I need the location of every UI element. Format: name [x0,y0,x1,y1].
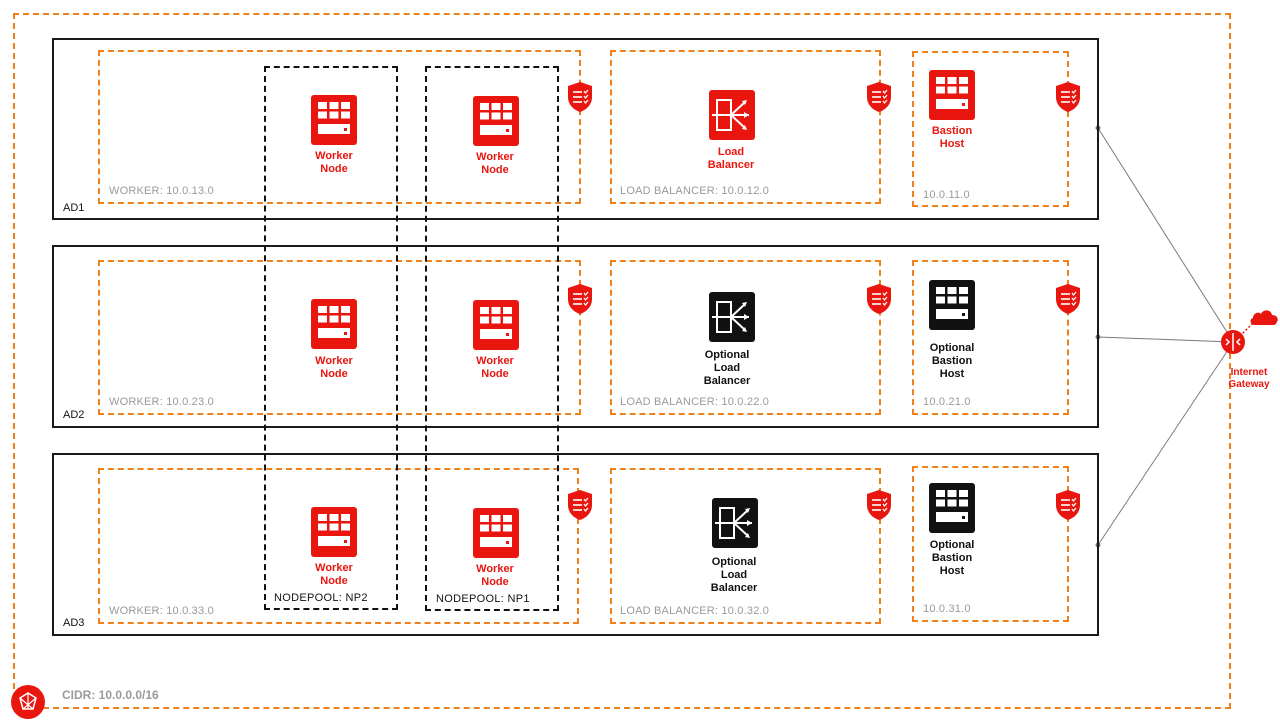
vcn-cidr-label: CIDR: 10.0.0.0/16 [62,688,159,702]
worker-subnet [98,468,579,624]
nodepool-np1-label: NODEPOOL: NP1 [436,593,530,605]
security-list-icon [1055,81,1081,113]
bastion-subnet-label: 10.0.31.0 [923,603,971,615]
worker-subnet [98,260,581,415]
lb-subnet-label: LOAD BALANCER: 10.0.12.0 [620,185,770,197]
ad-label: AD1 [63,202,85,214]
ad-label: AD3 [63,617,85,629]
lb-subnet-label: LOAD BALANCER: 10.0.32.0 [620,605,770,617]
worker-node-label: Worker Node [315,150,353,175]
lb-subnet-label: LOAD BALANCER: 10.0.22.0 [620,396,770,408]
optional-bastion-host-label: Optional Bastion Host [929,342,975,380]
bastion-subnet [912,51,1069,207]
load-balancer-subnet [610,260,881,415]
security-list-icon [567,489,593,521]
security-list-icon [866,283,892,315]
worker-node-label: Worker Node [476,563,514,588]
security-list-icon [1055,489,1081,521]
optional-bastion-host-icon[interactable] [929,280,975,330]
internet-gateway-label: Internet Gateway [1228,367,1270,390]
optional-bastion-host-label: Optional Bastion Host [929,539,975,577]
optional-load-balancer-label: Optional Load Balancer [703,349,751,387]
security-list-icon [567,283,593,315]
bastion-subnet [912,466,1069,622]
availability-domain-3 [52,453,1099,636]
bastion-subnet-label: 10.0.11.0 [923,189,970,201]
worker-node-label: Worker Node [476,355,514,380]
security-list-icon [866,81,892,113]
nodepool-np1[interactable] [425,66,559,611]
security-list-icon [866,489,892,521]
cloud-icon [1250,310,1278,325]
worker-node-label: Worker Node [315,355,353,380]
availability-domain-1 [52,38,1099,220]
optional-bastion-host-icon[interactable] [929,483,975,533]
bastion-subnet [912,260,1069,415]
worker-subnet-label: WORKER: 10.0.33.0 [109,605,214,617]
ad-label: AD2 [63,409,85,421]
internet-gateway-icon[interactable] [1220,329,1246,355]
security-list-icon [567,81,593,113]
load-balancer-subnet [610,468,881,624]
availability-domain-2 [52,245,1099,428]
security-list-icon [1055,283,1081,315]
optional-load-balancer-icon[interactable] [712,498,758,548]
worker-node-label: Worker Node [315,562,353,587]
vcn-boundary [13,13,1231,709]
optional-load-balancer-icon[interactable] [709,292,755,342]
bastion-subnet-label: 10.0.21.0 [923,396,971,408]
optional-load-balancer-label: Optional Load Balancer [710,556,758,594]
worker-subnet-label: WORKER: 10.0.13.0 [109,185,214,197]
load-balancer-subnet [610,50,881,204]
vcn-icon [11,685,45,719]
worker-subnet-label: WORKER: 10.0.23.0 [109,396,214,408]
nodepool-np2[interactable] [264,66,398,610]
worker-node-label: Worker Node [476,151,514,176]
worker-subnet [98,50,581,204]
load-balancer-icon[interactable] [709,90,755,140]
load-balancer-label: Load Balancer [707,146,755,171]
bastion-host-label: Bastion Host [931,125,973,150]
bastion-host-icon[interactable] [929,70,975,120]
nodepool-np2-label: NODEPOOL: NP2 [274,592,368,604]
